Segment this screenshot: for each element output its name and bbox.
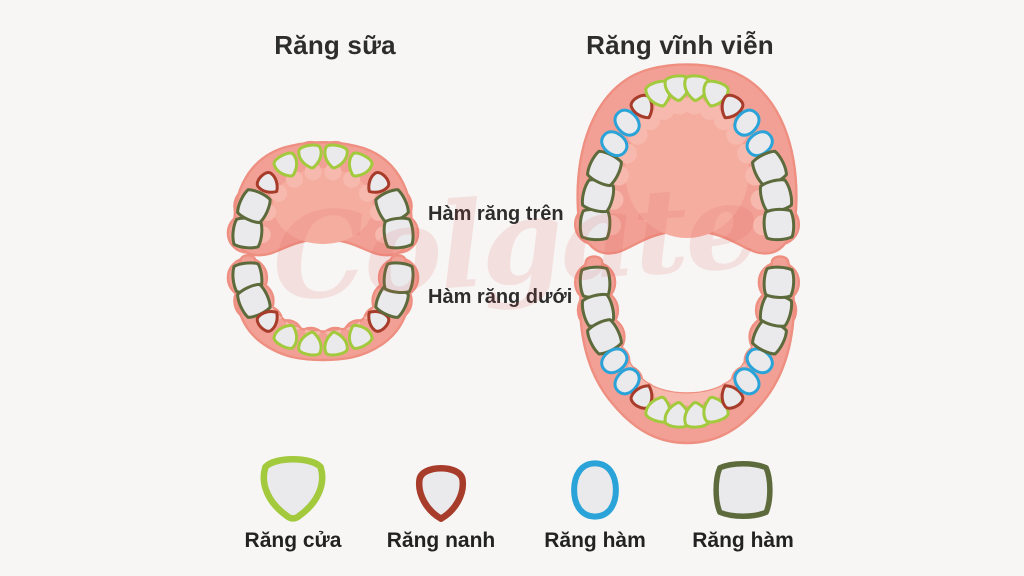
incisor-shape	[260, 456, 326, 522]
baby-teeth-title: Răng sữa	[274, 30, 396, 60]
canine-shape	[415, 465, 467, 522]
permanent-teeth-title: Răng vĩnh viễn	[586, 30, 774, 60]
upper-jaw-label: Hàm răng trên	[428, 203, 564, 225]
molar-shape	[713, 460, 773, 520]
canine-tooth-icon	[379, 458, 503, 522]
molar-tooth-icon	[681, 458, 805, 522]
baby-upper-jaw-diagram	[226, 140, 420, 257]
legend-item-incisor: Răng cửa	[231, 456, 355, 553]
legend-item-premolar: Răng hàm	[533, 458, 657, 553]
lower-jaw-label: Hàm răng dưới	[428, 286, 573, 308]
baby-lower-jaw-diagram	[226, 254, 420, 362]
permanent-upper-jaw-diagram	[573, 63, 801, 255]
legend-item-molar: Răng hàm	[681, 458, 805, 553]
tooth-type-legend: Răng cửa Răng nanh Răng hàm Răng hàm	[0, 456, 1024, 568]
premolar-shape	[571, 460, 619, 520]
incisor-tooth-icon	[231, 456, 355, 522]
legend-label: Răng nanh	[386, 529, 496, 552]
legend-item-canine: Răng nanh	[379, 458, 503, 553]
premolar-tooth-icon	[533, 458, 657, 522]
legend-label: Răng cửa	[244, 529, 342, 552]
permanent-lower-jaw-diagram	[573, 255, 801, 445]
legend-label: Răng hàm	[692, 529, 794, 552]
legend-label: Răng hàm	[544, 529, 646, 552]
